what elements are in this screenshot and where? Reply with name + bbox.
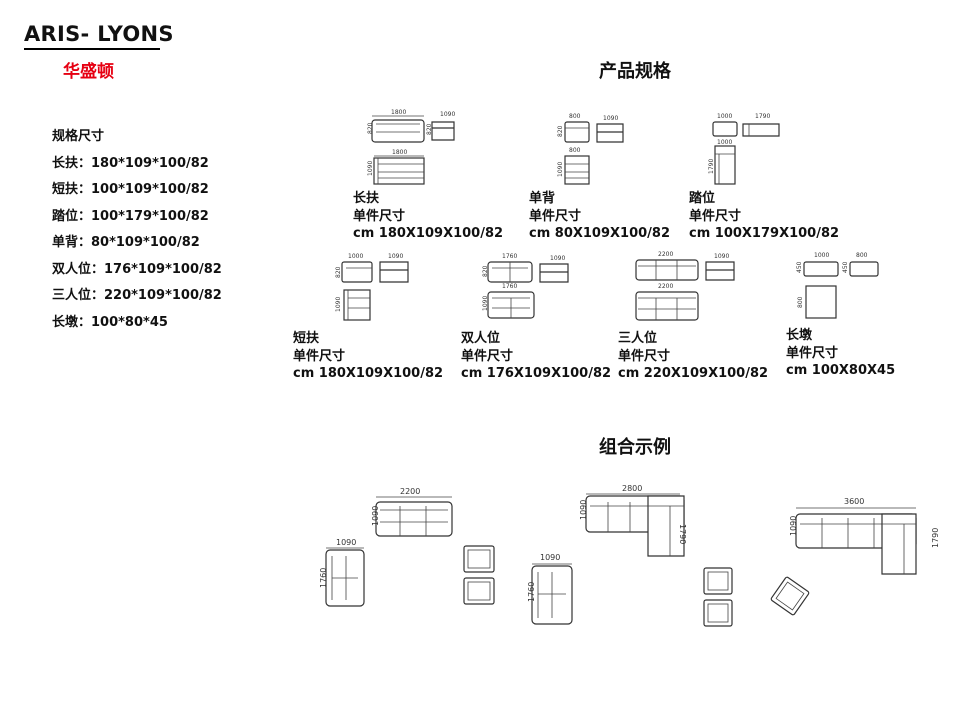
product-drawing-loveseat: 1760 820 1090 1760 1090 — [482, 253, 569, 319]
product-size-label: 单件尺寸 — [689, 208, 742, 224]
spec-item: 长墩：100*80*45 — [52, 314, 168, 330]
product-name: 短扶 — [293, 331, 320, 346]
brand-subtitle: 华盛顿 — [63, 62, 114, 82]
combo-layout-1: 2200 1090 1090 1760 — [319, 487, 495, 607]
product-drawing-short-arm: 1000 820 1090 1090 — [335, 253, 409, 321]
product-size: cm 100X80X45 — [786, 363, 896, 378]
product-size-label: 单件尺寸 — [529, 208, 582, 224]
dim-label: 800 — [797, 296, 804, 308]
combo-layout-2: 2800 1090 1790 1090 1760 — [527, 484, 733, 627]
dim-label: 450 — [796, 261, 803, 273]
product-caption-chaise: 踏位 单件尺寸 cm 100X179X100/82 — [689, 190, 839, 243]
spec-list: 规格尺寸 长扶：180*109*100/82 短扶：100*109*100/82… — [52, 124, 222, 336]
dim-label: 1090 — [335, 297, 342, 312]
product-size: cm 220X109X100/82 — [618, 366, 769, 381]
dim-label: 1760 — [319, 568, 328, 588]
product-size: cm 80X109X100/82 — [529, 226, 671, 241]
dim-label: 2200 — [658, 251, 673, 258]
dim-label: 800 — [856, 252, 868, 259]
combos-heading: 组合示例 — [599, 437, 671, 458]
product-name: 踏位 — [689, 191, 716, 206]
dim-label: 1090 — [388, 253, 403, 260]
dim-label: 1090 — [579, 500, 588, 520]
spec-item: 踏位：100*179*100/82 — [52, 208, 209, 224]
product-size-label: 单件尺寸 — [353, 208, 406, 224]
dim-label: 1790 — [755, 113, 770, 120]
dim-label: 450 — [842, 261, 849, 273]
spec-item: 三人位：220*109*100/82 — [52, 288, 222, 303]
dim-label: 800 — [569, 113, 581, 120]
product-size-label: 单件尺寸 — [461, 348, 514, 364]
spec-item: 双人位：176*109*100/82 — [52, 261, 222, 277]
product-size: cm 176X109X100/82 — [461, 366, 612, 381]
product-name: 双人位 — [461, 331, 501, 346]
dim-label: 1000 — [348, 253, 363, 260]
dim-label: 1090 — [371, 506, 380, 526]
product-size: cm 180X109X100/82 — [353, 226, 504, 241]
dim-label: 800 — [569, 147, 581, 154]
spec-heading: 规格尺寸 — [52, 129, 105, 144]
product-size: cm 180X109X100/82 — [293, 366, 444, 381]
dim-label: 1090 — [789, 516, 798, 536]
dim-label: 820 — [367, 122, 374, 134]
product-size-label: 单件尺寸 — [618, 348, 671, 364]
dim-label: 2800 — [622, 484, 642, 493]
dim-label: 1090 — [367, 161, 374, 176]
product-drawing-three-seat: 2200 1090 2200 — [635, 251, 735, 321]
dim-label: 1800 — [391, 109, 406, 116]
brand-title: ARIS- LYONS — [24, 22, 174, 46]
product-caption-three-seat: 三人位 单件尺寸 cm 220X109X100/82 — [618, 330, 768, 383]
dim-label: 820 — [335, 266, 342, 278]
dim-label: 1090 — [540, 553, 560, 562]
dim-label: 1090 — [714, 253, 729, 260]
dim-label: 1090 — [440, 111, 455, 118]
dim-label: 1000 — [717, 113, 732, 120]
product-drawing-chaise: 1000 1790 1000 1790 — [708, 113, 780, 185]
dim-label: 1760 — [502, 283, 517, 290]
product-caption-single-back: 单背 单件尺寸 cm 80X109X100/82 — [529, 190, 670, 243]
product-caption-loveseat: 双人位 单件尺寸 cm 176X109X100/82 — [461, 330, 611, 383]
dim-label: 1760 — [527, 582, 536, 602]
dim-label: 1800 — [392, 149, 407, 156]
dim-label: 3600 — [844, 497, 864, 506]
spec-item: 长扶：180*109*100/82 — [52, 155, 209, 171]
dim-label: 820 — [426, 123, 433, 135]
dim-label: 1090 — [557, 162, 564, 177]
dim-label: 1790 — [931, 528, 940, 548]
dim-label: 820 — [557, 125, 564, 137]
dim-label: 1090 — [336, 538, 356, 547]
product-drawing-long-arm: 1800 820 1090 820 1800 1090 — [367, 109, 455, 185]
dim-label: 1790 — [708, 159, 715, 174]
product-name: 三人位 — [618, 331, 658, 346]
products-heading: 产品规格 — [599, 61, 671, 82]
dim-label: 1090 — [550, 255, 565, 262]
dim-label: 2200 — [400, 487, 420, 496]
spec-item: 单背：80*109*100/82 — [52, 235, 200, 250]
product-caption-short-arm: 短扶 单件尺寸 cm 180X109X100/82 — [293, 330, 443, 383]
product-drawing-ottoman: 1000 450 800 450 800 — [796, 252, 879, 319]
product-size: cm 100X179X100/82 — [689, 226, 840, 241]
spec-item: 短扶：100*109*100/82 — [52, 182, 209, 197]
product-caption-long-arm: 长扶 单件尺寸 cm 180X109X100/82 — [353, 190, 503, 243]
dim-label: 2200 — [658, 283, 673, 290]
product-caption-ottoman: 长墩 单件尺寸 cm 100X80X45 — [786, 327, 895, 380]
dim-label: 1760 — [502, 253, 517, 260]
product-size-label: 单件尺寸 — [786, 345, 839, 361]
product-size-label: 单件尺寸 — [293, 348, 346, 364]
product-name: 长扶 — [353, 191, 380, 206]
product-drawing-single-back: 800 820 1090 800 1090 — [557, 113, 624, 185]
brand-underline — [24, 48, 160, 50]
dim-label: 1090 — [482, 296, 489, 311]
dim-label: 1000 — [717, 139, 732, 146]
product-name: 长墩 — [786, 328, 813, 343]
product-name: 单背 — [529, 191, 556, 206]
dim-label: 1090 — [603, 115, 618, 122]
dim-label: 820 — [482, 265, 489, 277]
combo-layout-3: 3600 1090 1790 — [770, 497, 940, 616]
dim-label: 1790 — [678, 524, 687, 544]
dim-label: 1000 — [814, 252, 829, 259]
